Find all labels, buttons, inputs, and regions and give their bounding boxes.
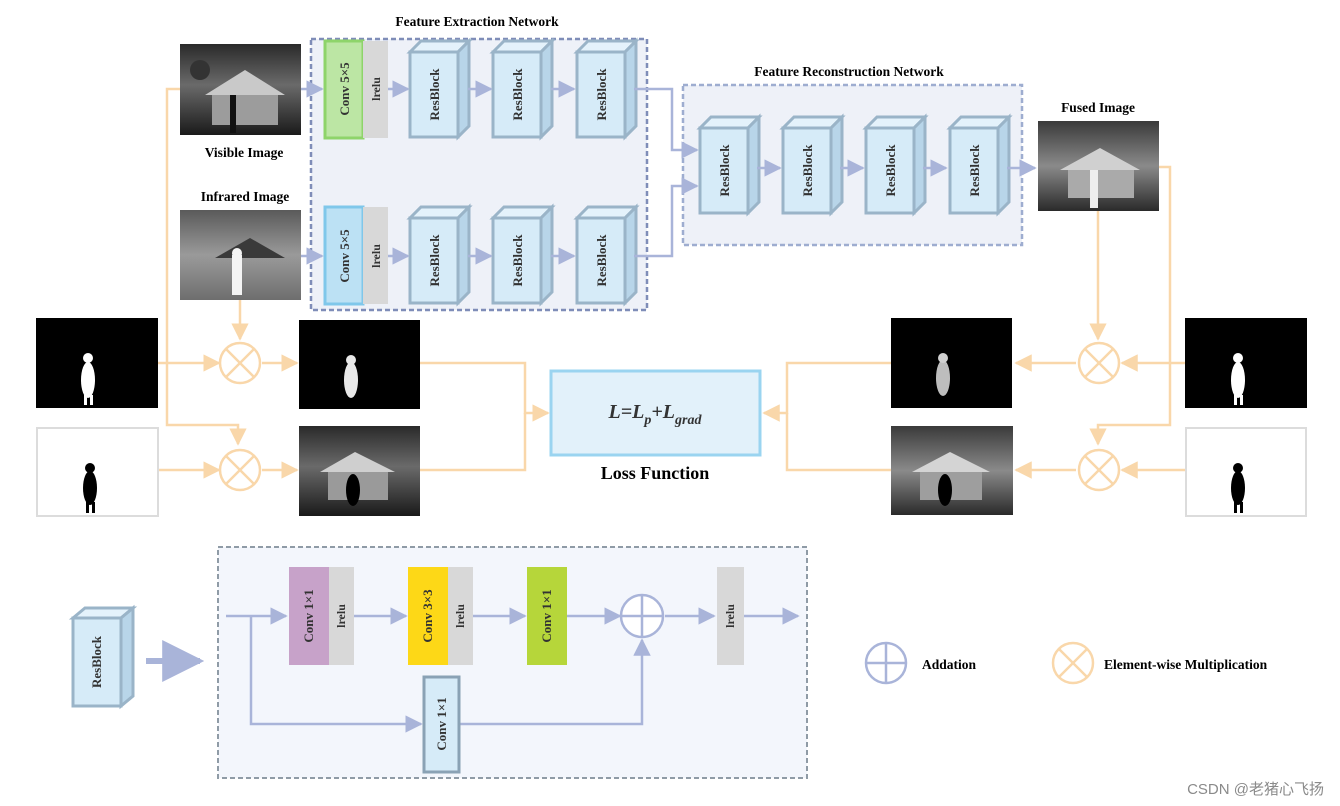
resblock: ResBlock	[573, 37, 640, 141]
feature-reconstruction-title: Feature Reconstruction Network	[754, 64, 944, 79]
svg-text:Conv 3×3: Conv 3×3	[420, 589, 435, 643]
detail-lrelu-1: lrelu	[329, 567, 354, 665]
resblock-label: ResBlock	[510, 68, 525, 121]
svg-text:lrelu: lrelu	[369, 244, 383, 268]
detail-lrelu-3: lrelu	[717, 567, 744, 665]
detail-conv1-skip: Conv 1×1	[422, 675, 461, 774]
svg-text:Conv 1×1: Conv 1×1	[434, 697, 449, 750]
resblock: ResBlock	[489, 203, 556, 307]
infrared-image	[180, 210, 301, 300]
multiply-icon	[1077, 448, 1121, 492]
resblock-label: ResBlock	[427, 234, 442, 287]
resblock: ResBlock	[406, 37, 473, 141]
loss-equation: L=Lp+Lgrad	[608, 401, 703, 428]
svg-text:lrelu: lrelu	[334, 604, 348, 628]
visible-image-label: Visible Image	[205, 145, 284, 160]
loss-function-box	[549, 369, 762, 457]
resblock: ResBlock	[406, 203, 473, 307]
background-mask-right	[1185, 427, 1307, 517]
multiply-icon	[218, 448, 262, 492]
loss-function-label: Loss Function	[601, 463, 710, 483]
resblock: ResBlock	[779, 113, 846, 217]
svg-text:lrelu: lrelu	[453, 604, 467, 628]
resblock-label: ResBlock	[427, 68, 442, 121]
resblock-label: ResBlock	[510, 234, 525, 287]
visible-lrelu-block: lrelu	[363, 41, 388, 138]
svg-text:ResBlock: ResBlock	[89, 635, 104, 688]
resblock: ResBlock	[696, 113, 763, 217]
resblock-label: ResBlock	[883, 144, 898, 197]
background-mask-left	[36, 427, 159, 517]
detail-conv1-green: Conv 1×1	[527, 567, 567, 665]
legend-multiplication-label: Element-wise Multiplication	[1104, 657, 1268, 672]
legend-multiply-icon	[1051, 641, 1095, 685]
resblock: ResBlock	[573, 203, 640, 307]
fused-image	[1038, 121, 1159, 211]
resblock-label: ResBlock	[594, 234, 609, 287]
infrared-lrelu-block: lrelu	[363, 207, 388, 304]
infrared-image-label: Infrared Image	[201, 189, 290, 204]
detail-lrelu-2: lrelu	[448, 567, 473, 665]
addition-icon	[619, 593, 665, 639]
watermark: CSDN @老猪心飞扬	[1187, 781, 1324, 798]
svg-text:Conv 5×5: Conv 5×5	[337, 62, 352, 116]
foreground-mask-right	[1185, 318, 1307, 408]
legend-addation-label: Addation	[922, 657, 977, 672]
legend-addition-icon	[864, 641, 908, 685]
masked-fused-background	[891, 426, 1013, 515]
masked-fused-foreground	[891, 318, 1012, 408]
svg-text:lrelu: lrelu	[369, 77, 383, 101]
svg-text:Conv 1×1: Conv 1×1	[539, 589, 554, 642]
foreground-mask-left	[36, 318, 158, 408]
resblock-label: ResBlock	[967, 144, 982, 197]
masked-infrared-foreground	[299, 320, 420, 409]
resblock-label: ResBlock	[594, 68, 609, 121]
visible-image	[180, 44, 301, 135]
resblock-standalone: ResBlock	[68, 604, 138, 710]
resblock: ResBlock	[489, 37, 556, 141]
detail-conv1-purple: Conv 1×1	[289, 567, 329, 665]
visible-conv5-block: Conv 5×5	[323, 39, 365, 140]
multiply-icon	[1077, 341, 1121, 385]
resblock: ResBlock	[946, 113, 1013, 217]
masked-visible-background	[299, 426, 420, 516]
detail-conv3-yellow: Conv 3×3	[408, 567, 448, 665]
svg-text:Conv 5×5: Conv 5×5	[337, 229, 352, 283]
resblock-label: ResBlock	[717, 144, 732, 197]
resblock-label: ResBlock	[800, 144, 815, 197]
svg-text:Conv 1×1: Conv 1×1	[301, 589, 316, 642]
multiply-icon	[218, 341, 262, 385]
resblock: ResBlock	[862, 113, 929, 217]
feature-extraction-title: Feature Extraction Network	[395, 14, 559, 29]
svg-text:lrelu: lrelu	[723, 604, 737, 628]
fused-image-label: Fused Image	[1061, 100, 1135, 115]
infrared-conv5-block: Conv 5×5	[323, 205, 365, 306]
